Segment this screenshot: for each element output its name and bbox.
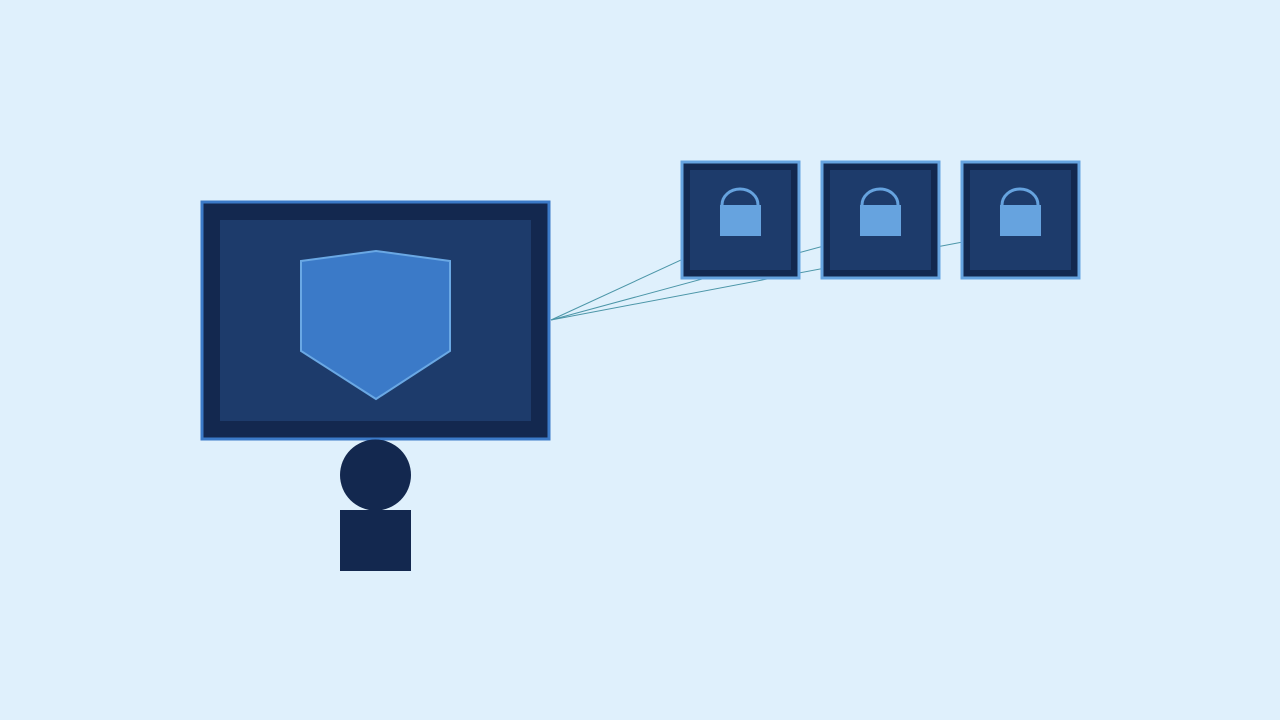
vault-3	[960, 160, 1081, 280]
lock-shackle	[1000, 187, 1040, 206]
lock-shackle	[860, 187, 900, 206]
shield-icon	[300, 249, 451, 401]
lock-body	[1000, 205, 1041, 236]
person-body	[340, 510, 411, 571]
lock-icon	[720, 187, 761, 236]
lock-body	[720, 205, 761, 236]
vault-2	[820, 160, 941, 280]
lock-icon	[860, 187, 901, 236]
person-icon	[340, 439, 411, 571]
lock-body	[860, 205, 901, 236]
lock-shackle	[720, 187, 760, 206]
vault-1	[680, 160, 801, 280]
person-head	[340, 439, 411, 511]
lock-icon	[1000, 187, 1041, 236]
monitor	[200, 200, 551, 441]
